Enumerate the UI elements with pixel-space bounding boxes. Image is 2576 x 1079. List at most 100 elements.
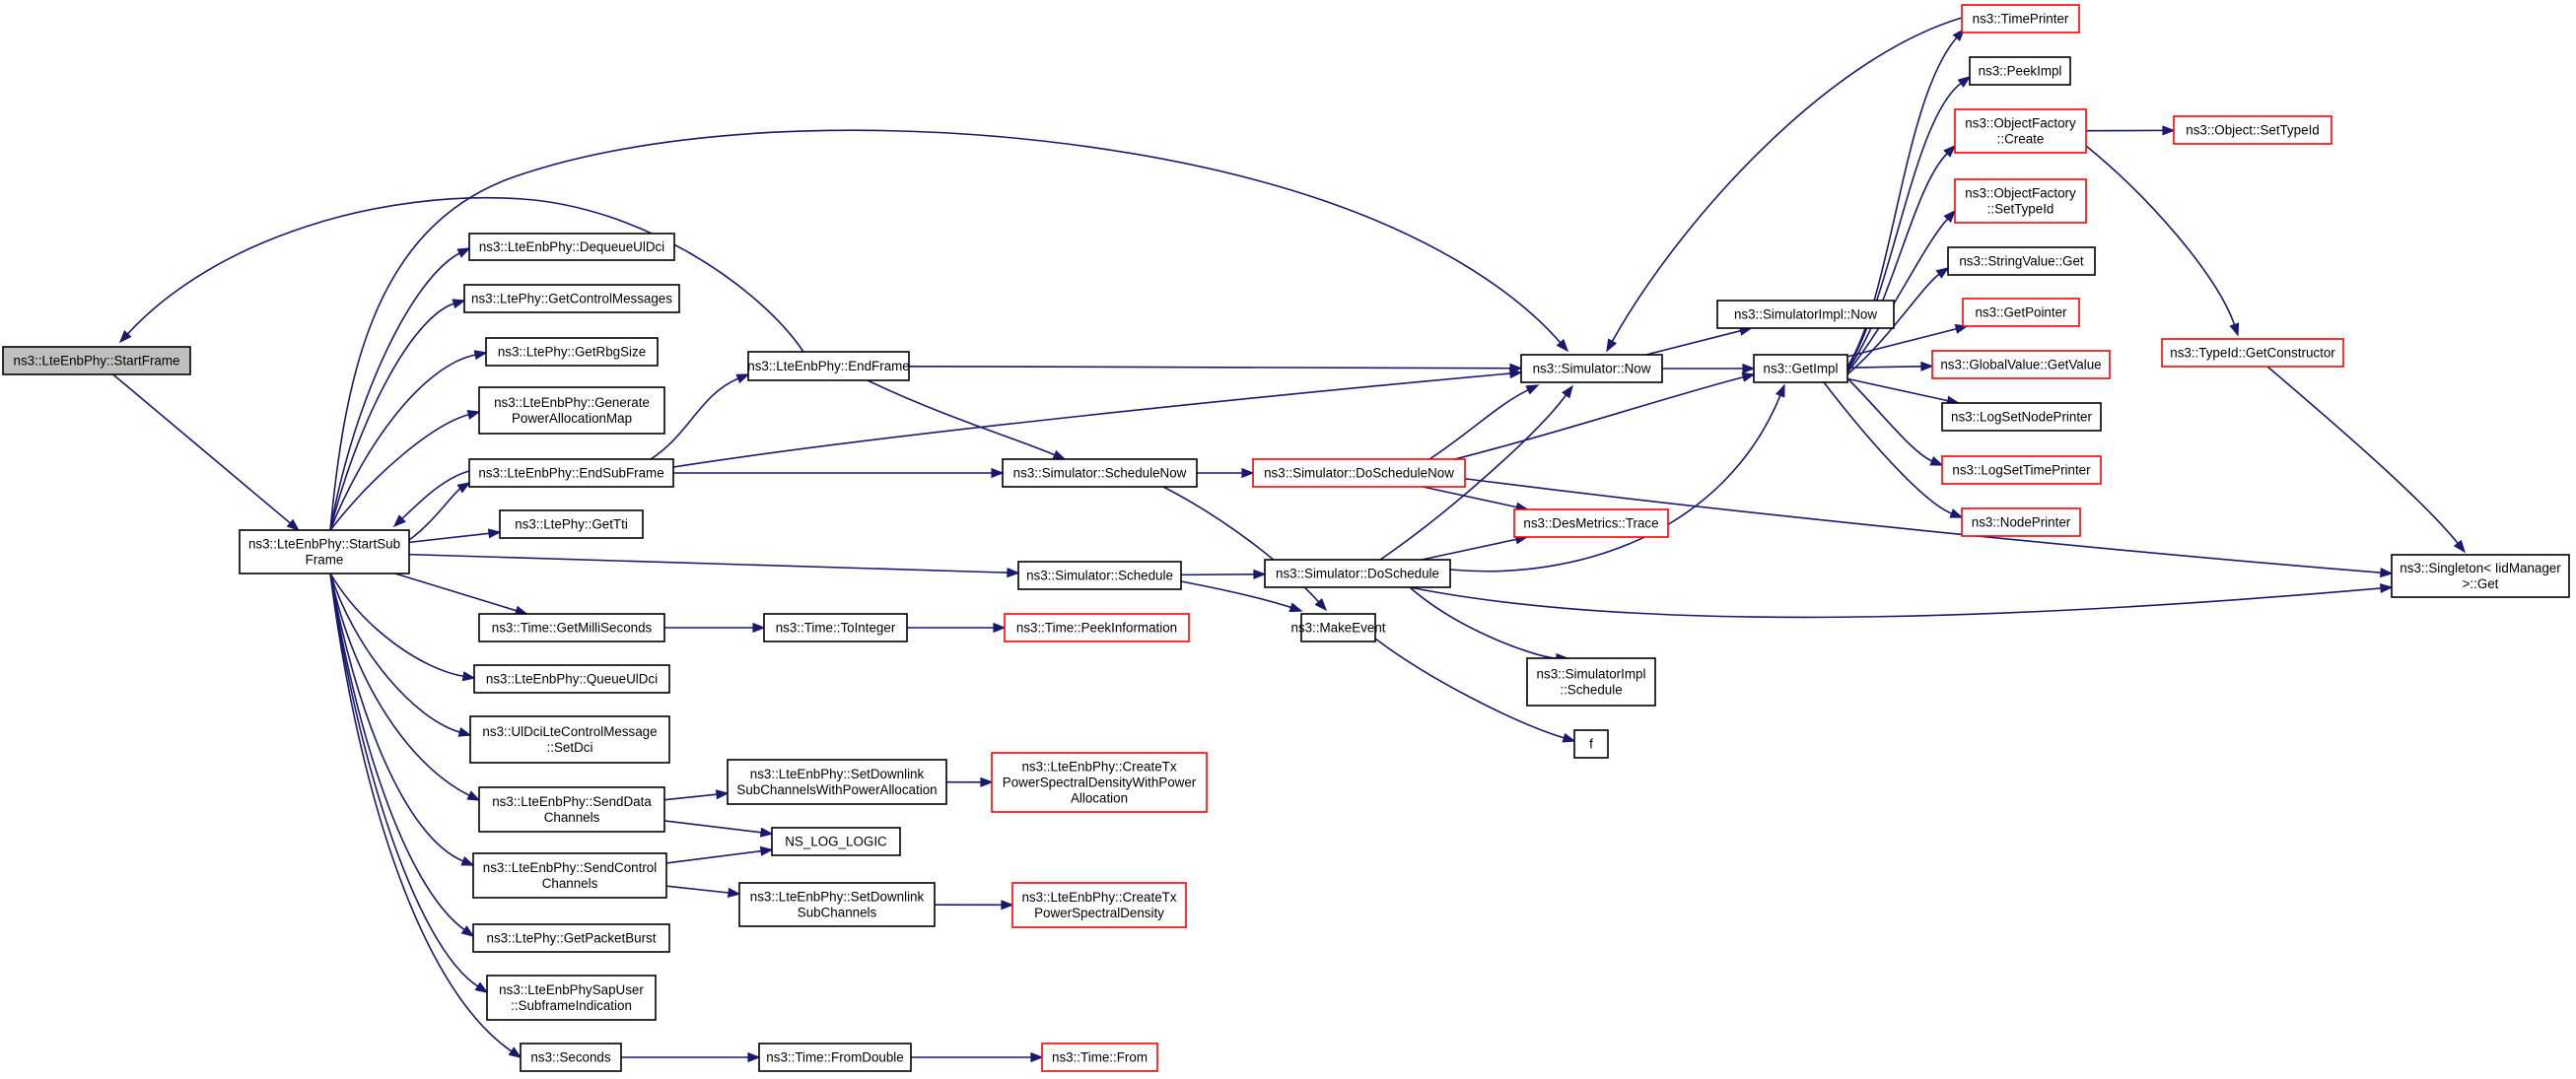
node-box[interactable]: [1969, 56, 2071, 86]
node-box[interactable]: [1961, 4, 2080, 34]
node-simimplschedule[interactable]: ns3::SimulatorImpl::Schedule: [1526, 657, 1656, 707]
node-box[interactable]: [1941, 402, 2102, 432]
node-f[interactable]: f: [1573, 729, 1609, 759]
node-box[interactable]: [1962, 298, 2080, 327]
node-box[interactable]: [463, 284, 680, 313]
node-box[interactable]: [1264, 559, 1451, 588]
node-box[interactable]: [1526, 657, 1656, 707]
node-box[interactable]: [1002, 458, 1198, 488]
node-box[interactable]: [738, 882, 936, 927]
node-endsubframe[interactable]: ns3::LteEnbPhy::EndSubFrame: [468, 458, 674, 488]
node-box[interactable]: [478, 386, 665, 435]
node-box[interactable]: [472, 852, 667, 899]
node-box[interactable]: [1573, 729, 1609, 759]
node-setdownlinksubchannelswithpowerallocation[interactable]: ns3::LteEnbPhy::SetDownlinkSubChannelsWi…: [727, 759, 947, 805]
node-desmetricstrace[interactable]: ns3::DesMetrics::Trace: [1513, 508, 1669, 538]
node-stringvalueget[interactable]: ns3::StringValue::Get: [1947, 246, 2096, 276]
node-box[interactable]: [1011, 882, 1187, 928]
node-box[interactable]: [478, 786, 665, 833]
node-gettti[interactable]: ns3::LtePhy::GetTti: [499, 509, 644, 539]
node-ns-log-logic[interactable]: NS_LOG_LOGIC: [771, 827, 901, 856]
node-endframe[interactable]: ns3::LteEnbPhy::EndFrame: [747, 351, 910, 381]
node-queueuldci[interactable]: ns3::LteEnbPhy::QueueUlDci: [473, 664, 670, 694]
node-setdci[interactable]: ns3::UlDciLteControlMessage::SetDci: [469, 715, 670, 764]
node-seconds[interactable]: ns3::Seconds: [520, 1043, 622, 1072]
node-dequeueuldci[interactable]: ns3::LteEnbPhy::DequeueUlDci: [468, 233, 675, 261]
node-box[interactable]: [472, 923, 670, 953]
node-box[interactable]: [727, 759, 947, 805]
node-createtxpsd[interactable]: ns3::LteEnbPhy::CreateTxPowerSpectralDen…: [1011, 882, 1187, 928]
node-box[interactable]: [1954, 108, 2087, 154]
node-box[interactable]: [2391, 554, 2570, 598]
node-box[interactable]: [478, 613, 665, 642]
node-startframe[interactable]: ns3::LteEnbPhy::StartFrame: [2, 346, 191, 375]
node-doschedule[interactable]: ns3::Simulator::DoSchedule: [1264, 559, 1451, 588]
node-logsettimeprinter[interactable]: ns3::LogSetTimePrinter: [1941, 455, 2102, 485]
node-globalvaluegetvalue[interactable]: ns3::GlobalValue::GetValue: [1931, 350, 2111, 379]
node-subframeindication[interactable]: ns3::LteEnbPhySapUser::SubframeIndicatio…: [486, 975, 657, 1021]
node-nodeprinter[interactable]: ns3::NodePrinter: [1961, 507, 2081, 537]
node-getmilliseconds[interactable]: ns3::Time::GetMilliSeconds: [478, 613, 665, 642]
node-box[interactable]: [469, 715, 670, 764]
node-box[interactable]: [485, 337, 659, 367]
node-box[interactable]: [499, 509, 644, 539]
node-box[interactable]: [468, 458, 674, 488]
node-box[interactable]: [1004, 613, 1190, 642]
node-box[interactable]: [1961, 507, 2081, 537]
node-box[interactable]: [1017, 561, 1182, 590]
node-box[interactable]: [1252, 458, 1466, 488]
node-box[interactable]: [1753, 354, 1848, 383]
node-box[interactable]: [1947, 246, 2096, 276]
node-box[interactable]: [486, 975, 657, 1021]
node-objectsettypeid[interactable]: ns3::Object::SetTypeId: [2173, 115, 2332, 145]
node-box[interactable]: [1513, 508, 1669, 538]
node-box[interactable]: [747, 351, 910, 381]
node-box[interactable]: [1300, 613, 1376, 642]
node-box[interactable]: [2, 346, 191, 375]
node-createtxpsdwithpowerallocation[interactable]: ns3::LteEnbPhy::CreateTxPowerSpectralDen…: [991, 752, 1208, 813]
node-box[interactable]: [1931, 350, 2111, 379]
node-box[interactable]: [2173, 115, 2332, 145]
node-box[interactable]: [1520, 354, 1663, 383]
node-fromdouble[interactable]: ns3::Time::FromDouble: [758, 1043, 912, 1072]
node-objectfactorysettypeid[interactable]: ns3::ObjectFactory::SetTypeId: [1954, 178, 2087, 224]
node-box[interactable]: [1716, 300, 1895, 329]
node-objectfactorycreate[interactable]: ns3::ObjectFactory::Create: [1954, 108, 2087, 154]
node-getcontrolmessages[interactable]: ns3::LtePhy::GetControlMessages: [463, 284, 680, 313]
node-peekimpl[interactable]: ns3::PeekImpl: [1969, 56, 2071, 86]
node-makeevent[interactable]: ns3::MakeEvent: [1290, 613, 1386, 642]
node-logsetnodeprinter[interactable]: ns3::LogSetNodePrinter: [1941, 402, 2102, 432]
node-timeprinter[interactable]: ns3::TimePrinter: [1961, 4, 2080, 34]
node-simimplnow[interactable]: ns3::SimulatorImpl::Now: [1716, 300, 1895, 329]
node-tointeger[interactable]: ns3::Time::ToInteger: [763, 613, 908, 642]
node-generatepowerallocationmap[interactable]: ns3::LteEnbPhy::GeneratePowerAllocationM…: [478, 386, 665, 435]
node-getpointer[interactable]: ns3::GetPointer: [1962, 298, 2080, 327]
node-box[interactable]: [239, 529, 410, 574]
node-peekinformation[interactable]: ns3::Time::PeekInformation: [1004, 613, 1190, 642]
node-box[interactable]: [1041, 1043, 1158, 1072]
node-schedule[interactable]: ns3::Simulator::Schedule: [1017, 561, 1182, 590]
node-box[interactable]: [2161, 338, 2344, 368]
node-getpacketburst[interactable]: ns3::LtePhy::GetPacketBurst: [472, 923, 670, 953]
node-getrbgsize[interactable]: ns3::LtePhy::GetRbgSize: [485, 337, 659, 367]
node-box[interactable]: [1941, 455, 2102, 485]
node-schedulenow[interactable]: ns3::Simulator::ScheduleNow: [1002, 458, 1198, 488]
node-box[interactable]: [991, 752, 1208, 813]
node-singletonget[interactable]: ns3::Singleton< IidManager>::Get: [2391, 554, 2570, 598]
node-doschedulenow[interactable]: ns3::Simulator::DoScheduleNow: [1252, 458, 1466, 488]
node-typeidgetconstructor[interactable]: ns3::TypeId::GetConstructor: [2161, 338, 2344, 368]
node-box[interactable]: [758, 1043, 912, 1072]
node-getimpl[interactable]: ns3::GetImpl: [1753, 354, 1848, 383]
node-box[interactable]: [473, 664, 670, 694]
node-box[interactable]: [1954, 178, 2087, 224]
node-now[interactable]: ns3::Simulator::Now: [1520, 354, 1663, 383]
node-timefrom[interactable]: ns3::Time::From: [1041, 1043, 1158, 1072]
node-box[interactable]: [763, 613, 908, 642]
node-box[interactable]: [468, 233, 675, 261]
node-box[interactable]: [520, 1043, 622, 1072]
node-box[interactable]: [771, 827, 901, 856]
